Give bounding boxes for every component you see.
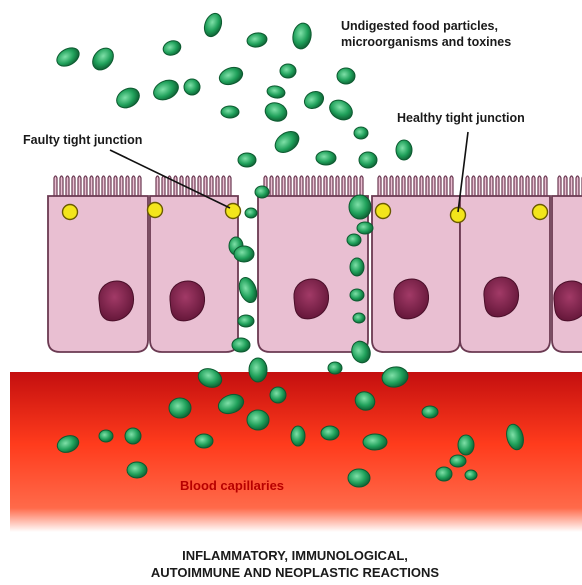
microvilli [378, 176, 453, 196]
particle [195, 434, 213, 448]
particle [326, 96, 356, 124]
particle [125, 428, 141, 444]
particle [328, 362, 342, 374]
epithelial-cell [372, 176, 460, 352]
particle [270, 387, 286, 403]
particle [422, 406, 438, 418]
particle [349, 195, 371, 219]
particle [301, 88, 326, 112]
epithelial-cell [48, 176, 148, 352]
top-label-line1: Undigested food particles, [341, 19, 498, 33]
particle [113, 84, 143, 112]
particle [201, 11, 224, 39]
particle [255, 186, 269, 198]
particle [88, 44, 117, 74]
bottom-label-line2: AUTOIMMUNE AND NEOPLASTIC REACTIONS [151, 565, 440, 580]
particle [236, 275, 260, 305]
cell-body [150, 196, 238, 352]
particle [321, 426, 339, 440]
faulty-junction-label: Faulty tight junction [23, 133, 142, 147]
epithelial-cell [150, 176, 238, 352]
particle [348, 469, 370, 487]
particle [127, 462, 147, 478]
particle [350, 258, 364, 276]
particle [245, 208, 257, 218]
microvilli [54, 176, 141, 196]
particle [359, 152, 377, 168]
tight-junction [148, 203, 163, 218]
particle [150, 76, 181, 103]
cell-body [372, 196, 460, 352]
particle [350, 289, 364, 301]
particle [396, 140, 412, 160]
tight-junction [376, 204, 391, 219]
particle [271, 127, 303, 157]
particle [353, 313, 365, 323]
microvilli [156, 176, 231, 196]
healthy-junction-label: Healthy tight junction [397, 111, 525, 125]
particle [238, 315, 254, 327]
particle [217, 64, 245, 87]
particle [354, 127, 368, 139]
particle [291, 426, 305, 446]
epithelial-cell [460, 176, 550, 352]
cell-body [258, 196, 368, 352]
particle [337, 68, 355, 84]
particle [99, 430, 113, 442]
particle [450, 455, 466, 467]
particle [458, 435, 474, 455]
epithelial-cell [552, 176, 582, 352]
particle [246, 31, 268, 48]
particle [357, 222, 373, 234]
bottom-label-line1: INFLAMMATORY, IMMUNOLOGICAL, [182, 548, 408, 563]
cell-body [48, 196, 148, 352]
microvilli [264, 176, 363, 196]
epithelial-cells [48, 176, 582, 352]
blood-capillaries-band [10, 372, 582, 532]
particle [54, 44, 83, 70]
particle [238, 153, 256, 167]
particle [234, 246, 254, 262]
blood-capillaries-label: Blood capillaries [180, 478, 284, 493]
particle [465, 470, 477, 480]
particle [232, 338, 250, 352]
particle [291, 22, 313, 51]
particle [316, 151, 336, 165]
particle [161, 38, 183, 57]
tight-junction [226, 204, 241, 219]
tight-junction [63, 205, 78, 220]
particle [221, 106, 239, 118]
particle [184, 79, 200, 95]
cell-body [552, 196, 582, 352]
particle [169, 398, 191, 418]
particle [247, 410, 269, 430]
microvilli [558, 176, 582, 196]
microvilli [466, 176, 547, 196]
particle [249, 358, 267, 382]
top-label-line2: microorganisms and toxines [341, 35, 511, 49]
particle [347, 234, 361, 246]
particle [280, 64, 296, 78]
particle [263, 100, 290, 124]
particle [436, 467, 452, 481]
tight-junction [533, 205, 548, 220]
nucleus [554, 281, 582, 321]
particle [266, 85, 286, 100]
particle [363, 434, 387, 450]
